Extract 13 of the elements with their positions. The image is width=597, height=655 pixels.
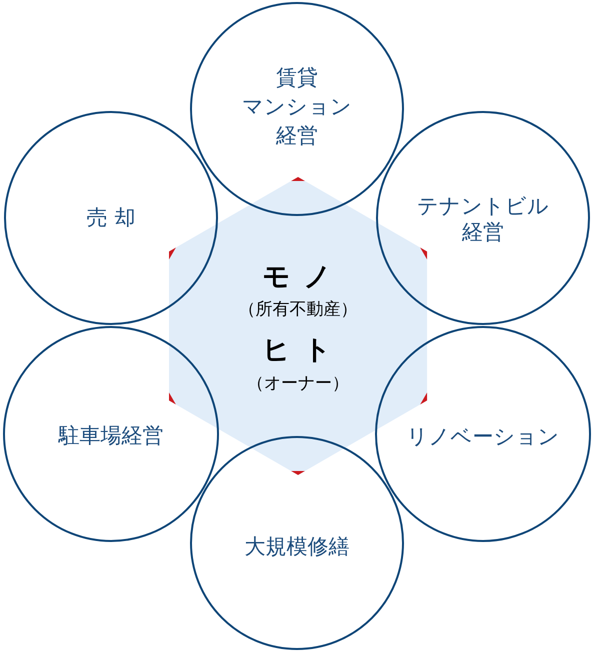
circle-label: テナントビル経営 bbox=[417, 193, 549, 245]
circle-label: 駐車場経営 bbox=[58, 422, 164, 450]
circle bbox=[190, 436, 404, 650]
circle bbox=[3, 326, 219, 542]
center-title: ヒ ト bbox=[262, 334, 334, 366]
circle bbox=[375, 326, 591, 542]
center-subtitle: （オーナー） bbox=[246, 374, 349, 394]
circle-label: 大規模修繕 bbox=[244, 534, 350, 560]
circle-label: 売 却 bbox=[86, 204, 136, 232]
center-title: モ ノ bbox=[262, 262, 334, 292]
circle-label: 賃貸マンション経営 bbox=[242, 64, 352, 150]
circle-label: リノベーション bbox=[406, 424, 560, 450]
center-subtitle: （所有不動産） bbox=[238, 300, 358, 320]
